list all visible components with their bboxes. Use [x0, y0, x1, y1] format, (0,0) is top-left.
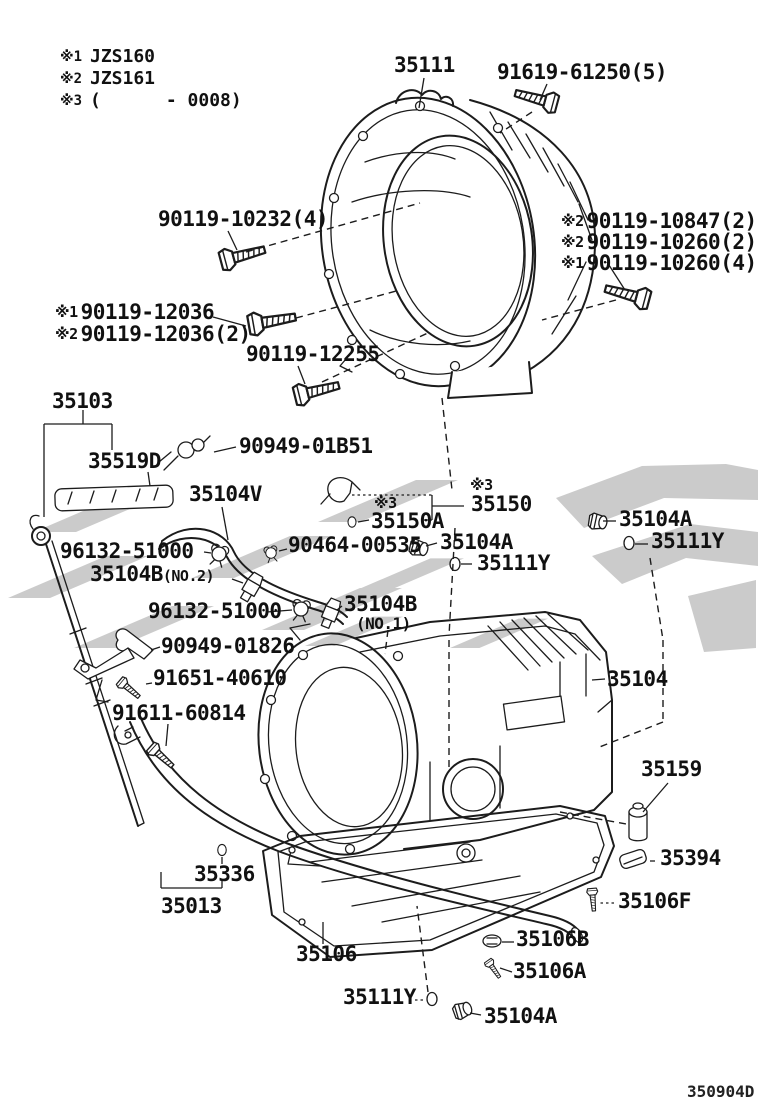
o-ring-35111Y-mid-icon: [449, 556, 461, 572]
o-ring-35111Y-bottom-icon: [426, 991, 438, 1007]
part-label-35111Y-bottom: 35111Y: [343, 985, 416, 1009]
part-label-35104A-mid: 35104A: [440, 530, 513, 554]
diagram-code: 350904D: [687, 1082, 755, 1101]
clip-35106B-icon: [482, 934, 502, 948]
legend-mark-1: ※1: [60, 49, 83, 65]
part-label-35519D: 35519D: [88, 449, 161, 473]
part-label-91619-61250: 91619-61250(5): [497, 60, 668, 84]
part-label-90119-10232: 90119-10232(4): [158, 207, 329, 231]
clamp-90949-01B51-icon: [158, 435, 211, 471]
part-label-35111: 35111: [394, 53, 455, 77]
bolt-90119-10232-icon: [216, 237, 269, 274]
filler-tube-drawing: [113, 715, 584, 944]
bolt-90119-12036-icon: [245, 304, 299, 338]
bracket-90949-01826-icon: [73, 628, 154, 703]
legend-mark-2: ※2: [60, 71, 83, 87]
legend-text-3: ( - 0008): [90, 90, 242, 111]
part-label-35106F: 35106F: [618, 889, 691, 913]
part-label-90119-12255: 90119-12255: [246, 342, 380, 366]
breather-plug-35159-icon: [628, 802, 648, 842]
part-label-35150: 35150: [471, 492, 532, 516]
part-label-35103: 35103: [52, 389, 113, 413]
assembly-dashed-lines: [245, 111, 664, 993]
legend: ※1 JZS160 ※2 JZS161 ※3 ( - 0008): [60, 46, 242, 112]
part-label-35336: 35336: [194, 862, 255, 886]
bolt-91651-icon: [114, 675, 144, 703]
part-label-35104A-right: 35104A: [619, 507, 692, 531]
part-label-35111Y-right: 35111Y: [651, 529, 724, 553]
legend-row-3: ※3 ( - 0008): [60, 90, 242, 112]
part-label-35104A-bottom: 35104A: [484, 1004, 557, 1028]
plug-35104A-bottom-icon: [450, 999, 475, 1022]
bell-housing-drawing: [319, 89, 597, 399]
part-label-96132-51000-upper: 96132-51000: [60, 539, 194, 563]
part-label-35104V: 35104V: [189, 482, 262, 506]
part-label-35106B: 35106B: [516, 927, 589, 951]
legend-row-1: ※1 JZS160: [60, 46, 242, 68]
part-label-35104B-no2: 35104B(NO.2): [90, 562, 215, 586]
part-label-35106A: 35106A: [513, 959, 586, 983]
part-label-91651-40610: 91651-40610: [153, 666, 287, 690]
bolt-91619-icon: [511, 81, 561, 116]
o-ring-icon: [347, 516, 357, 528]
cap-35394-icon: [619, 848, 647, 870]
legend-row-2: ※2 JZS161: [60, 68, 242, 90]
part-label-35150A: 35150A: [371, 509, 444, 533]
legend-text-1: JZS160: [90, 46, 156, 67]
part-label-35104B-no1-sub: (NO.1): [356, 614, 411, 633]
part-label-35159: 35159: [641, 757, 702, 781]
part-label-mark3-35150: ※3: [470, 476, 493, 494]
part-label-90464-00535: 90464-00535: [288, 533, 422, 557]
part-label-35104: 35104: [607, 667, 668, 691]
dipstick-drawing: [29, 514, 145, 827]
transmission-case-drawing: [257, 611, 613, 867]
part-label-90949-01826: 90949-01826: [161, 634, 295, 658]
part-label-96132-51000-lower: 96132-51000: [148, 599, 282, 623]
watermark: [8, 464, 758, 652]
bolt-35106A-icon: [483, 957, 505, 981]
part-label-91611-60814: 91611-60814: [112, 701, 246, 725]
bolt-right-cluster-icon: [601, 276, 654, 313]
o-ring-35111Y-right-icon: [623, 535, 635, 551]
bolt-35106F-icon: [585, 887, 600, 912]
part-label-35394: 35394: [660, 846, 721, 870]
part-label-90949-01B51: 90949-01B51: [239, 434, 373, 458]
part-label-35106: 35106: [296, 942, 357, 966]
bolt-90119-12255-icon: [291, 373, 343, 409]
part-label-35111Y-mid: 35111Y: [477, 551, 550, 575]
part-label-35104B-no1: 35104B: [344, 592, 417, 616]
legend-mark-3: ※3: [60, 93, 83, 109]
breather-plug-35150A-icon: [320, 477, 361, 528]
grommet-35336-icon: [217, 843, 227, 857]
bolt-91611-icon: [144, 740, 178, 773]
part-label-35013: 35013: [161, 894, 222, 918]
gauge-strip-icon: [54, 484, 174, 512]
leader-lines: [43, 77, 669, 1016]
legend-text-2: JZS161: [90, 68, 156, 89]
part-label-mark3-35150A: ※3: [374, 494, 397, 512]
oil-pan-drawing: [262, 805, 615, 958]
